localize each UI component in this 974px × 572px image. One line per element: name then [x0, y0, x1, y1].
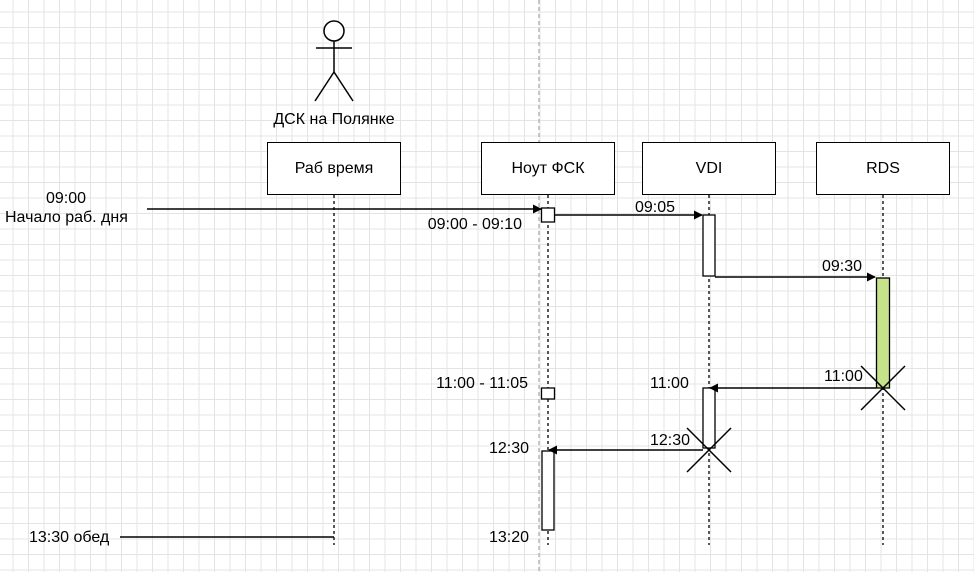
lifeline-box-vdi[interactable]: VDI	[642, 142, 776, 195]
vdi-to-fsk-label: 12:30	[650, 432, 691, 449]
vdi-destroy-icon	[686, 427, 732, 473]
fsk-activation-1[interactable]	[540, 207, 556, 223]
stick-figure-actor-icon[interactable]	[314, 20, 354, 102]
rds-destroy-icon	[860, 365, 906, 411]
start-time-label: 09:00	[45, 190, 87, 207]
fsk-recv-label: 12:30	[489, 440, 530, 457]
vdi-activation-2[interactable]	[702, 387, 716, 449]
fsk-activation-2[interactable]	[540, 387, 556, 400]
fsk-activation-3[interactable]	[541, 450, 555, 531]
rds-activation[interactable]	[875, 277, 891, 389]
lifeline-box-fsk[interactable]: Ноут ФСК	[481, 142, 615, 195]
start-text-label: Начало раб. дня	[5, 209, 128, 226]
vdi-activation-1[interactable]	[702, 214, 716, 277]
lunch-label: 13:30 обед	[29, 529, 110, 546]
rds-return-label: 11:00	[824, 368, 863, 385]
fsk-first-label: 09:00 - 09:10	[427, 216, 522, 233]
msg-vdi-label: 09:05	[635, 199, 676, 216]
lifeline-box-rds[interactable]: RDS	[816, 142, 950, 195]
fsk-second-label: 11:00 - 11:05	[436, 375, 528, 392]
actor-label: ДСК на Полянке	[273, 111, 395, 128]
lifeline-box-rab[interactable]: Раб время	[267, 142, 401, 195]
vdi-return-recv-label: 11:00	[650, 375, 689, 392]
msg-rds-label: 09:30	[822, 258, 863, 275]
fsk-end-label: 13:20	[489, 529, 530, 546]
